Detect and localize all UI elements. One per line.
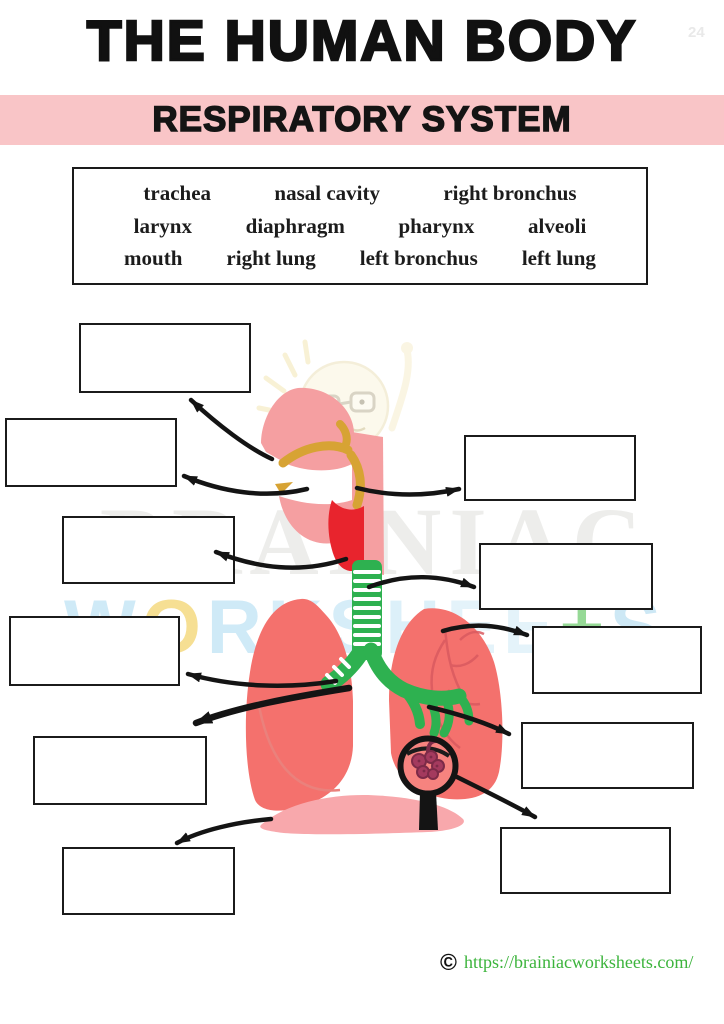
word-bank-word: right lung bbox=[226, 246, 316, 271]
word-bank-word: left bronchus bbox=[359, 246, 478, 271]
word-bank-word: pharynx bbox=[398, 213, 475, 238]
word-bank-word: nasal cavity bbox=[274, 180, 380, 205]
watermark-letter: H bbox=[385, 585, 447, 670]
answer-box-left-lung[interactable] bbox=[532, 626, 702, 694]
word-bank-row: trachea nasal cavity right bronchus bbox=[80, 181, 640, 206]
word-bank-word: alveoli bbox=[528, 213, 587, 238]
arrow-to-nasal-cavity-box bbox=[188, 397, 275, 462]
word-bank-word: mouth bbox=[124, 246, 183, 271]
mascot-glasses-icon bbox=[314, 391, 376, 416]
answer-box-alveoli[interactable] bbox=[500, 827, 671, 894]
word-bank-row: mouth right lung left bronchus left lung bbox=[80, 246, 640, 271]
watermark-letter: S bbox=[328, 585, 386, 670]
word-bank-row: larynx diaphragm pharynx alveoli bbox=[80, 214, 640, 239]
footer: © https://brainiacworksheets.com/ bbox=[440, 951, 693, 974]
magnifier-handle bbox=[419, 792, 438, 830]
mascot-watermark-icon bbox=[256, 339, 413, 452]
answer-box-right-bronchus[interactable] bbox=[9, 616, 180, 686]
answer-box-larynx[interactable] bbox=[62, 516, 235, 584]
watermark-letter: K bbox=[267, 585, 329, 670]
head-shape bbox=[261, 387, 354, 471]
arrow-to-right-bronchus-box bbox=[185, 671, 339, 688]
word-bank-word: trachea bbox=[143, 180, 212, 205]
word-bank-word: larynx bbox=[133, 213, 192, 238]
answer-box-nasal-cavity[interactable] bbox=[79, 323, 251, 393]
page-number: 24 bbox=[688, 24, 705, 41]
arrow-to-left-bronchus-box bbox=[426, 704, 512, 737]
subtitle-banner: RESPIRATORY SYSTEM bbox=[0, 95, 724, 145]
word-bank-box: trachea nasal cavity right bronchus lary… bbox=[72, 167, 648, 285]
magnifier-icon bbox=[397, 735, 459, 830]
copyright-icon: © bbox=[440, 949, 457, 975]
answer-box-mouth[interactable] bbox=[5, 418, 177, 487]
answer-box-trachea[interactable] bbox=[479, 543, 653, 610]
word-bank-word: right bronchus bbox=[443, 180, 577, 205]
alveoli-shape bbox=[411, 739, 445, 780]
worksheet-title: THE HUMAN BODY bbox=[86, 8, 638, 75]
arrow-to-right-lung-box bbox=[192, 684, 353, 727]
word-bank-word: diaphragm bbox=[245, 213, 345, 238]
sun-rays-icon bbox=[256, 339, 311, 415]
footer-url[interactable]: https://brainiacworksheets.com/ bbox=[463, 952, 694, 972]
watermark-letter: R bbox=[206, 585, 268, 670]
answer-box-left-bronchus[interactable] bbox=[521, 722, 694, 789]
subtitle-text: RESPIRATORY SYSTEM bbox=[152, 99, 572, 140]
answer-box-pharynx[interactable] bbox=[464, 435, 636, 501]
word-bank-word: left lung bbox=[521, 246, 596, 271]
nasal-cavity-shape bbox=[278, 441, 353, 468]
arrow-to-diaphragm-box bbox=[174, 816, 274, 846]
diaphragm-shape bbox=[260, 794, 464, 835]
answer-box-right-lung[interactable] bbox=[33, 736, 207, 805]
answer-box-diaphragm[interactable] bbox=[62, 847, 235, 915]
